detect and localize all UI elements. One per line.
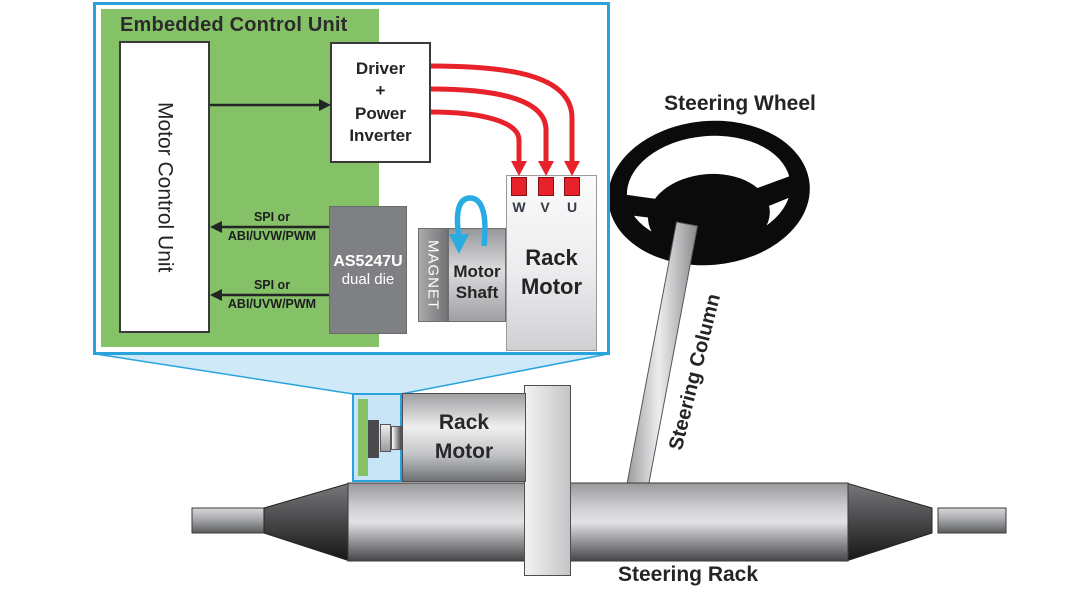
tie-rod-right — [937, 507, 1007, 534]
mini-magnet — [380, 424, 391, 452]
magnet-label: MAGNET — [424, 239, 442, 311]
motor-shaft-box: Motor Shaft — [448, 228, 506, 322]
tie-rod-left — [191, 507, 265, 534]
driver-power-inverter-box: Driver + Power Inverter — [330, 42, 431, 163]
steering-rack-label: Steering Rack — [617, 563, 759, 586]
mini-pcb-bar — [358, 399, 368, 476]
phase-terminal-w — [511, 177, 527, 196]
interface-label-bottom-line2: ABI/UVW/PWM — [227, 297, 317, 311]
terminal-label-w: W — [512, 199, 526, 215]
rack-mount-bracket — [524, 385, 571, 576]
phase-terminal-v — [538, 177, 554, 196]
terminal-label-u: U — [566, 199, 578, 215]
embedded-control-unit-callout: Embedded Control Unit Motor Control Unit… — [93, 2, 610, 355]
motor-control-unit-box: Motor Control Unit — [119, 41, 210, 333]
rack-boot-right — [845, 482, 933, 562]
rack-motor-physical: Rack Motor — [402, 393, 526, 482]
steering-wheel-graphic — [608, 120, 810, 266]
sensor-assembly-zoom-source — [352, 393, 402, 482]
wheel-spoke-left — [623, 194, 660, 219]
interface-label-bottom-line1: SPI or — [253, 278, 291, 292]
position-sensor-chip: AS5247U dual die — [329, 206, 407, 334]
interface-label-top-line1: SPI or — [253, 210, 291, 224]
steering-rack-graphic — [191, 482, 1007, 562]
magnet-box: MAGNET — [418, 228, 448, 322]
terminal-label-v: V — [540, 199, 550, 215]
interface-label-top-line2: ABI/UVW/PWM — [227, 229, 317, 243]
phase-terminal-u — [564, 177, 580, 196]
motor-control-unit-label: Motor Control Unit — [153, 101, 177, 273]
sensor-part-number: AS5247U — [333, 252, 403, 270]
rack-housing — [347, 482, 849, 562]
rack-boot-left — [263, 482, 351, 562]
ecu-title: Embedded Control Unit — [120, 14, 348, 36]
steering-wheel-label: Steering Wheel — [664, 92, 816, 115]
sensor-subtitle: dual die — [341, 270, 395, 288]
mini-sensor-chip — [368, 420, 379, 458]
wheel-spoke-right — [754, 175, 795, 210]
rack-motor-callout-box: Rack Motor — [506, 175, 597, 351]
mini-shaft-end — [391, 426, 402, 450]
